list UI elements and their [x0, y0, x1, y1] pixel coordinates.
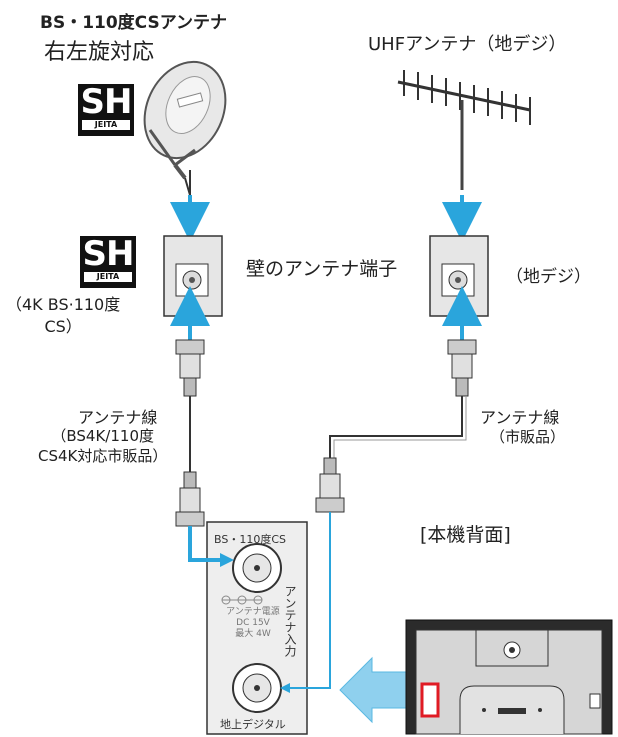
- terrestrial-label: （地デジ）: [506, 267, 591, 287]
- f-connector-icon: [175, 339, 205, 397]
- sh-mark-text: SH: [80, 82, 133, 122]
- bs4k-label: （4K BS·110度 CS）: [6, 294, 120, 338]
- wall-terminal-left: [163, 235, 223, 317]
- uhf-antenna-label: UHFアンテナ（地デジ）: [368, 34, 567, 55]
- wall-terminal-label: 壁のアンテナ端子: [246, 258, 398, 280]
- power-line1: アンテナ電源: [226, 607, 280, 617]
- left-cable-sub-line1: （BS4K/110度: [51, 427, 154, 445]
- antenna-input-label: アンテナ入力: [283, 585, 297, 657]
- jeita-text: JEITA: [84, 272, 132, 282]
- rear-view-label: [本機背面]: [420, 524, 511, 546]
- f-connector-icon: [175, 471, 205, 527]
- power-line2: DC 15V: [236, 618, 270, 628]
- power-line3: 最大 4W: [235, 629, 271, 639]
- bs4k-line1: （4K BS·110度: [6, 295, 121, 314]
- jeita-text: JEITA: [82, 120, 130, 130]
- connection-cable-terrestrial: [280, 512, 331, 693]
- f-connector-icon: [447, 339, 477, 397]
- uhf-antenna-icon: [397, 70, 531, 190]
- antenna-cable-left-label: アンテナ線: [78, 408, 158, 427]
- port-bs-cs-label: BS・110度CS: [214, 533, 286, 546]
- tv-rear-icon: [405, 619, 613, 735]
- sh-mark-text: SH: [82, 234, 135, 274]
- port-terrestrial-label: 地上デジタル: [220, 718, 286, 731]
- connection-arrow-bs: [188, 526, 234, 567]
- f-connector-icon: [315, 457, 345, 513]
- antenna-cable-right-label: アンテナ線: [480, 408, 560, 427]
- satellite-dish-icon: [143, 60, 227, 196]
- rotation-label: 右左旋対応: [44, 40, 155, 65]
- bs4k-line2: CS）: [44, 317, 82, 336]
- antenna-cable-left-sub: （BS4K/110度 CS4K対応市販品）: [38, 426, 167, 466]
- left-cable-sub-line2: CS4K対応市販品）: [38, 447, 168, 465]
- antenna-power-label: アンテナ電源 DC 15V 最大 4W: [218, 607, 288, 640]
- sh-mark-icon: SH JEITA: [78, 84, 134, 136]
- bs-cs-antenna-label: BS・110度CSアンテナ: [40, 13, 228, 33]
- antenna-cable-right-sub: （市販品）: [490, 428, 566, 446]
- sh-mark-icon: SH JEITA: [80, 236, 136, 288]
- wall-terminal-right: [429, 235, 489, 317]
